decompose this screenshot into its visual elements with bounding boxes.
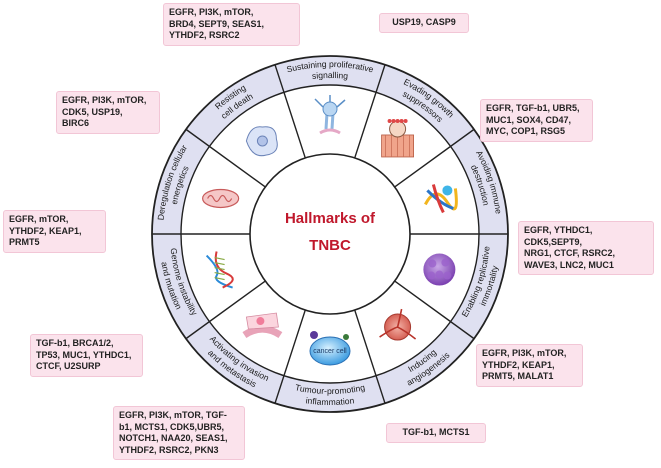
- sector-divider: [354, 64, 386, 159]
- sector-divider: [394, 280, 475, 340]
- sector-divider: [354, 309, 386, 404]
- avoiding-immune-destruction-gene-box: EGFR, TGF-b1, UBR5, MUC1, SOX4, CD47, MY…: [480, 99, 593, 142]
- resisting-cell-death-gene-box: EGFR, PI3K, mTOR, CDK5, USP19, BIRC6: [56, 91, 160, 134]
- blood-vessel-icon: [242, 312, 283, 339]
- center-circle: [249, 153, 411, 315]
- cell-icon: [245, 126, 278, 157]
- evading-growth-suppressors-gene-box: USP19, CASP9: [379, 13, 469, 33]
- immune-network-icon: [424, 184, 458, 214]
- deregulating-cellular-energetics-gene-box: EGFR, mTOR, YTHDF2, KEAP1, PRMT5: [3, 210, 106, 253]
- tumour-vessel-icon: [379, 308, 417, 341]
- mitochondrion-icon: [202, 188, 240, 209]
- tissue-cells-icon: [381, 118, 414, 158]
- sector-tumour-promoting-inflammation-label: inflammation: [305, 396, 355, 408]
- dna-icon: [205, 251, 234, 289]
- sustaining-proliferative-signalling-gene-box: EGFR, PI3K, mTOR, BRD4, SEPT9, SEAS1, YT…: [163, 3, 300, 46]
- sector-divider: [394, 128, 475, 188]
- divider-lines: [152, 64, 508, 404]
- cancer-cell-icon: cancer cell: [309, 331, 351, 366]
- icons-layer: cancer cell: [202, 95, 458, 366]
- sector-divider: [274, 64, 306, 159]
- sector-sustaining-proliferative-signalling-label: signalling: [311, 70, 348, 81]
- cancer-cell-label: cancer cell: [313, 348, 347, 355]
- activating-invasion-metastasis-gene-box: EGFR, PI3K, mTOR, TGF- b1, MCTS1, CDK5,U…: [113, 406, 245, 460]
- sector-divider: [185, 280, 266, 340]
- cell-cluster-icon: [423, 253, 456, 286]
- genome-instability-mutation-gene-box: TGF-b1, BRCA1/2, TP53, MUC1, YTHDC1, CTC…: [30, 334, 143, 377]
- sector-tumour-promoting-inflammation-label: Tumour-promoting: [294, 382, 366, 396]
- neuron-icon: [314, 95, 346, 135]
- center-title: Hallmarks of: [284, 210, 376, 227]
- center-subtitle: TNBC: [309, 237, 351, 254]
- enabling-replicative-immortality-gene-box: EGFR, YTHDC1, CDK5,SEPT9, NRG1, CTCF, RS…: [518, 221, 654, 275]
- inducing-angiogenesis-gene-box: EGFR, PI3K, mTOR, YTHDF2, KEAP1, PRMT5, …: [476, 344, 583, 387]
- tumour-promoting-inflammation-gene-box: TGF-b1, MCTS1: [386, 423, 486, 443]
- sector-divider: [185, 128, 266, 188]
- sector-divider: [274, 309, 306, 404]
